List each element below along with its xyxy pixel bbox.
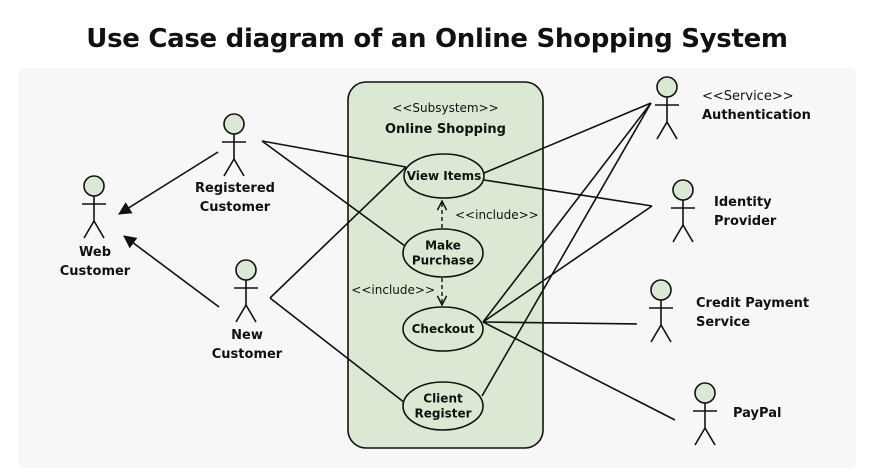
stick-figure-icon [222, 113, 246, 177]
actor-label-registered: Registered [195, 181, 275, 196]
association-checkout-idp [482, 205, 653, 323]
subsystem-stereotype: <<Subsystem>> [392, 101, 498, 115]
association-checkout-credit [482, 321, 638, 325]
include-label-view: <<include>> [455, 208, 539, 222]
use-case-shape-purchase [402, 228, 484, 278]
association-checkout-auth [482, 102, 652, 323]
use-case-label-register: Client [423, 392, 463, 406]
stick-figure-icon [655, 76, 679, 140]
relationships: <<include>> <<include>> [118, 102, 676, 421]
use-cases: View ItemsMakePurchaseCheckoutClientRegi… [402, 153, 485, 431]
stick-figure-icon [671, 179, 695, 243]
actor-label-registered: Customer [200, 200, 271, 215]
actor-label-auth: <<Service>> [702, 89, 794, 104]
association-view-auth [483, 102, 652, 174]
actor-label-credit: Credit Payment [696, 296, 809, 311]
use-case-label-checkout: Checkout [412, 322, 475, 336]
actor-label-new: Customer [212, 347, 283, 362]
stick-figure-icon [234, 259, 258, 323]
association-new-view [269, 166, 407, 299]
use-case-label-purchase: Purchase [412, 254, 474, 268]
generalization-new-to-web [123, 235, 220, 308]
association-new-register [269, 297, 406, 404]
association-registered-purchase [261, 140, 406, 247]
use-case-shape-register [402, 381, 484, 431]
use-case-view: View Items [403, 153, 485, 199]
actor-label-idp: Provider [714, 214, 777, 229]
actor-paypal: PayPal [693, 382, 781, 446]
include-label-checkout: <<include>> [351, 283, 435, 297]
diagram-title: Use Case diagram of an Online Shopping S… [86, 24, 788, 54]
generalization-registered-to-web [118, 151, 219, 215]
actors: WebCustomerRegisteredCustomerNewCustomer… [60, 76, 811, 446]
association-register-auth [481, 102, 652, 397]
use-case-checkout: Checkout [402, 306, 484, 352]
subsystem-name: Online Shopping [385, 122, 506, 137]
actor-label-new: New [231, 328, 263, 343]
association-view-idp [483, 179, 653, 207]
use-case-shape-view [403, 153, 485, 199]
actor-label-auth: Authentication [702, 108, 811, 123]
association-registered-view [261, 140, 407, 168]
use-case-shape-checkout [402, 306, 484, 352]
stick-figure-icon [649, 279, 673, 343]
actor-auth: <<Service>> Authentication [655, 76, 811, 140]
stick-figure-icon [693, 382, 717, 446]
use-case-label-purchase: Make [425, 239, 461, 253]
actor-label-web: Customer [60, 264, 131, 279]
actor-label-paypal: PayPal [733, 406, 781, 421]
actor-label-web: Web [79, 245, 111, 260]
use-case-label-view: View Items [407, 169, 482, 183]
use-case-label-register: Register [414, 407, 471, 421]
stick-figure-icon [82, 175, 106, 239]
actor-label-credit: Service [696, 315, 750, 330]
actor-label-idp: Identity [714, 195, 772, 210]
